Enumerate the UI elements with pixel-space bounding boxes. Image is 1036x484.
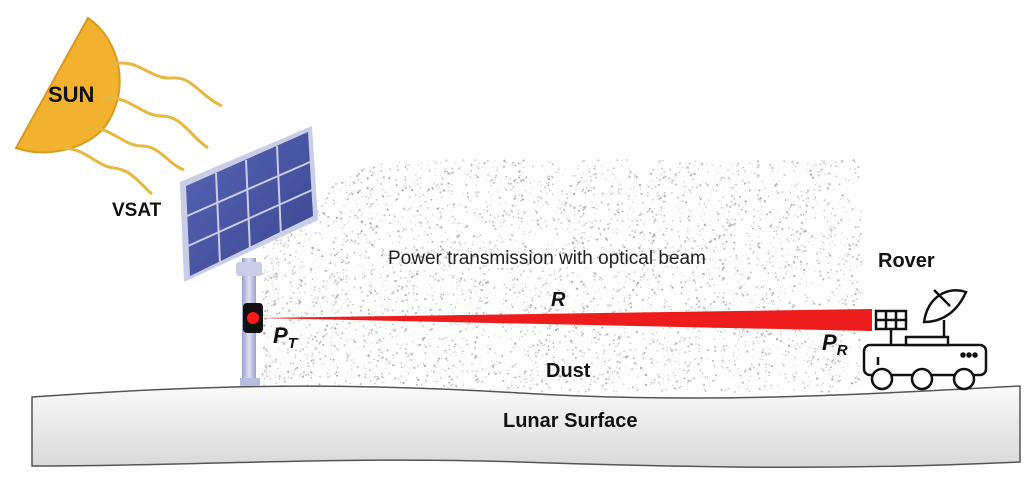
transmit-power-subscript: T: [287, 335, 297, 352]
lunar-surface: [31, 385, 1021, 469]
satellite-dish-icon: [922, 289, 968, 345]
dust-cloud: [261, 159, 863, 393]
vsat-label: VSAT: [112, 200, 162, 221]
receive-power-symbol: P: [822, 330, 837, 355]
sun-label: SUN: [48, 82, 95, 107]
rover-icon: [862, 289, 988, 391]
rover-label: Rover: [878, 250, 935, 272]
receive-power-label: PR: [822, 330, 848, 359]
transmit-power-symbol: P: [273, 323, 288, 348]
transmit-power-label: PT: [273, 323, 297, 352]
sun-icon: [14, 16, 223, 196]
lunar-surface-label: Lunar Surface: [503, 410, 638, 432]
beam-description: Power transmission with optical beam: [388, 248, 706, 269]
range-label: R: [551, 289, 566, 311]
receive-power-subscript: R: [836, 342, 848, 359]
dust-label: Dust: [546, 360, 591, 382]
optical-beam: [258, 309, 872, 331]
laser-transmitter-icon: [243, 303, 263, 333]
solar-panel-icon: [180, 126, 318, 386]
